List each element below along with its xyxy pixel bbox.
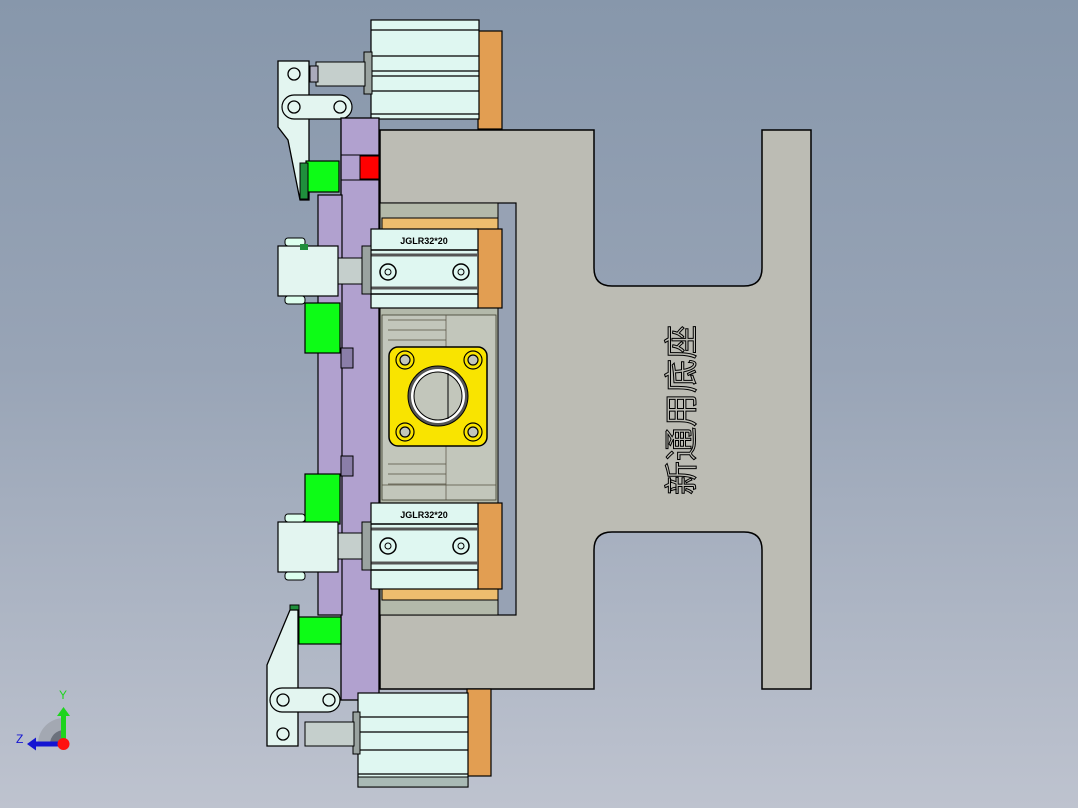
- flange-bolt-hole: [463, 422, 483, 442]
- top-piston-rod: [315, 61, 366, 87]
- mid-cylinder-1-endcap: [476, 228, 503, 309]
- bottom-link: [269, 687, 341, 713]
- green-pad-dark: [299, 162, 309, 200]
- z-axis-arrow: [34, 741, 64, 747]
- flange-bolt-hole: [463, 350, 483, 370]
- pivot-hole: [333, 100, 347, 114]
- mid-rod-collar-2: [361, 521, 372, 571]
- cylinder-label-2: JGLR32*20: [400, 510, 448, 520]
- pivot-hole: [276, 727, 290, 741]
- pivot-hole: [322, 693, 336, 707]
- top-cylinder-body[interactable]: [370, 19, 480, 120]
- top-cylinder-endcap: [477, 30, 503, 130]
- bottom-cylinder-endcap: [466, 688, 492, 777]
- y-axis-label: Y: [59, 688, 68, 702]
- flange-bolt-hole: [395, 350, 415, 370]
- base-plate-label: 新通用底座: [663, 325, 703, 495]
- mounting-hole: [452, 537, 470, 555]
- fixture-step: [340, 347, 354, 369]
- pivot-hole: [276, 693, 290, 707]
- clevis-pin: [300, 244, 308, 250]
- mounting-hole: [457, 268, 465, 276]
- mid-rod-collar-1: [361, 245, 372, 295]
- fixture-step: [340, 455, 354, 477]
- coordinate-triad: [27, 707, 70, 751]
- cylinder-label-1: JGLR32*20: [400, 236, 448, 246]
- mounting-hole: [379, 263, 397, 281]
- mounting-hole: [384, 268, 392, 276]
- y-axis-arrow: [61, 714, 66, 744]
- mid-cylinder-1-body[interactable]: [370, 228, 479, 309]
- green-pad[interactable]: [304, 302, 341, 354]
- bottom-clamp-arm[interactable]: [266, 609, 299, 747]
- green-pad[interactable]: [295, 616, 342, 645]
- bottom-piston-rod: [304, 721, 355, 747]
- red-locator-block[interactable]: [359, 155, 380, 180]
- clevis-2[interactable]: [277, 521, 339, 573]
- mounting-hole: [379, 537, 397, 555]
- mounting-hole: [452, 263, 470, 281]
- slide-plate-bottom: [381, 587, 499, 601]
- flange-bolt-hole: [395, 422, 415, 442]
- clevis-1[interactable]: [277, 245, 339, 297]
- mid-cylinder-2-endcap: [476, 502, 503, 590]
- slide-plate-top: [381, 217, 499, 231]
- bottom-cylinder-body[interactable]: [357, 692, 469, 788]
- pivot-hole: [287, 67, 301, 81]
- top-link: [281, 94, 353, 120]
- z-axis-label: Z: [16, 732, 24, 746]
- green-pad[interactable]: [304, 473, 341, 525]
- x-axis-dot: [57, 738, 70, 750]
- mid-cylinder-2-body[interactable]: [370, 502, 479, 590]
- pivot-hole: [287, 100, 301, 114]
- fixture-plate[interactable]: [340, 117, 380, 701]
- green-pad[interactable]: [305, 160, 340, 193]
- top-rod-end: [309, 65, 319, 83]
